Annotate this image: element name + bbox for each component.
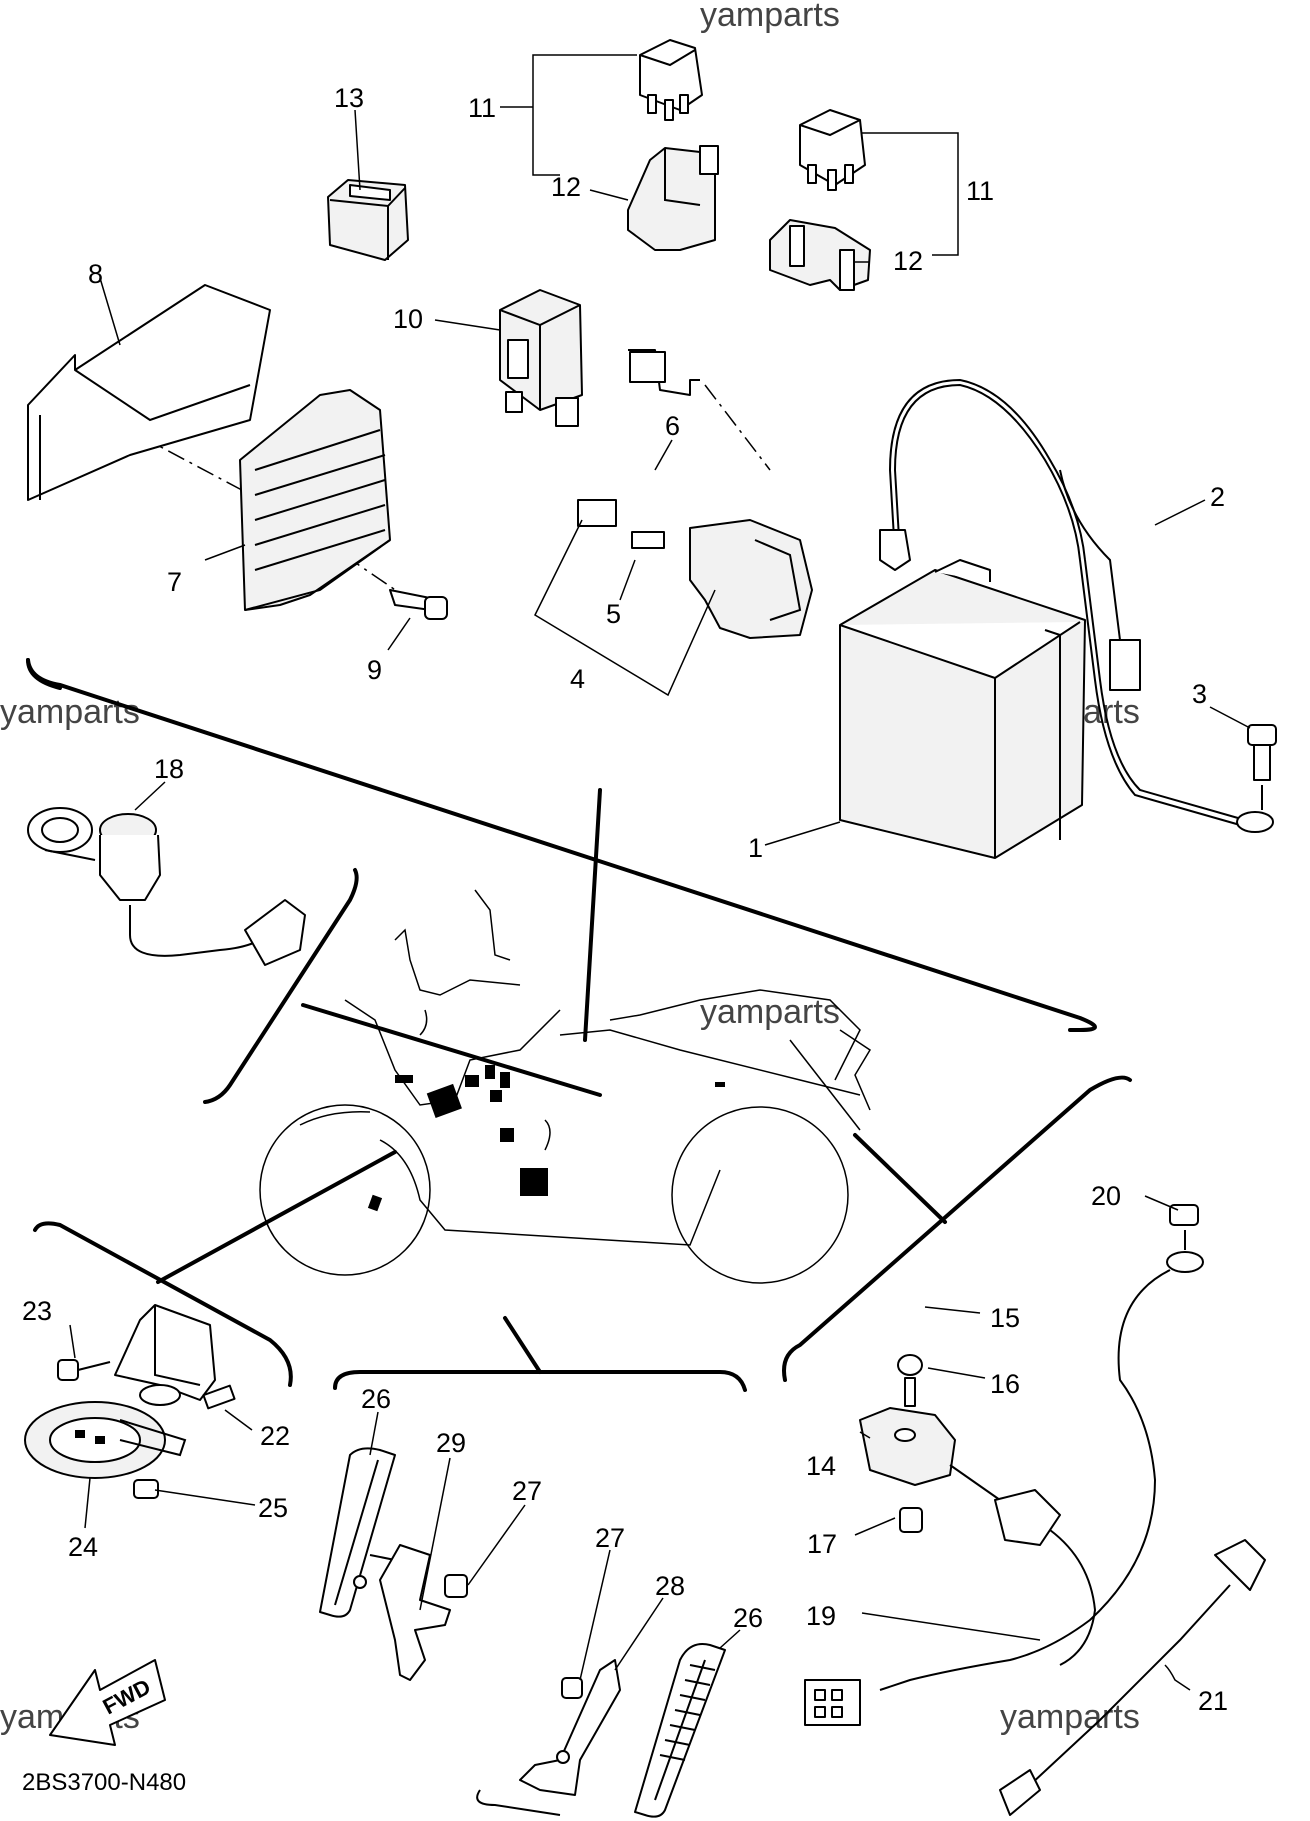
callout-26-right: 26 xyxy=(733,1603,763,1633)
watermark-bottom-right: yamparts xyxy=(1000,1698,1140,1736)
watermark-center: yamparts xyxy=(700,993,840,1031)
watermark-left: yamparts xyxy=(0,693,140,731)
power-outlet xyxy=(27,807,306,966)
callout-13: 13 xyxy=(334,83,364,113)
callout-18: 18 xyxy=(154,754,184,784)
battery-wire-leads xyxy=(879,378,1274,833)
callout-8: 8 xyxy=(88,259,103,289)
callout-20: 20 xyxy=(1091,1181,1121,1211)
callout-11-left: 11 xyxy=(468,93,496,123)
callout-5: 5 xyxy=(606,599,621,629)
leader-lines xyxy=(69,54,1251,1691)
callout-16: 16 xyxy=(990,1369,1020,1399)
relay-10 xyxy=(499,289,583,427)
callout-3: 3 xyxy=(1192,679,1207,709)
regulator-bolt xyxy=(389,589,448,620)
fwd-arrow: FWD xyxy=(49,1659,166,1746)
callout-19: 19 xyxy=(806,1601,836,1631)
reflector-left xyxy=(319,1447,468,1681)
callout-12-left: 12 xyxy=(551,172,581,202)
motorcycle-outline xyxy=(259,889,872,1284)
callout-6: 6 xyxy=(665,411,680,441)
callout-24: 24 xyxy=(68,1532,98,1562)
watermark-top: yamparts xyxy=(700,0,840,34)
relay-11-and-holder-12-left xyxy=(627,39,719,251)
battery xyxy=(839,559,1086,859)
callout-27-right: 27 xyxy=(595,1523,625,1553)
callout-25: 25 xyxy=(258,1493,288,1523)
callout-4: 4 xyxy=(570,664,585,694)
callout-29: 29 xyxy=(436,1428,466,1458)
battery-bolt xyxy=(1247,724,1277,810)
callout-1: 1 xyxy=(748,833,763,863)
sidestand-switch-and-harness xyxy=(804,1204,1266,1816)
callout-21: 21 xyxy=(1198,1686,1228,1716)
callout-2: 2 xyxy=(1210,482,1225,512)
diagram-code: 2BS3700-N480 xyxy=(22,1769,186,1796)
callout-22: 22 xyxy=(260,1421,290,1451)
rectifier-regulator xyxy=(239,389,391,611)
reflector-right xyxy=(476,1643,726,1818)
callout-28: 28 xyxy=(655,1571,685,1601)
horn-assembly xyxy=(24,1304,236,1499)
callout-15: 15 xyxy=(990,1303,1020,1333)
callout-26-left: 26 xyxy=(361,1384,391,1414)
section-divider-lines xyxy=(26,658,1132,1392)
callout-14: 14 xyxy=(806,1451,836,1481)
callout-7: 7 xyxy=(167,567,182,597)
starter-relay-assembly xyxy=(109,349,813,639)
relay-11-and-holder-12-right xyxy=(769,109,871,291)
callout-27-left: 27 xyxy=(512,1476,542,1506)
callout-9: 9 xyxy=(367,655,382,685)
callout-numbers: 1 2 3 4 5 6 7 8 9 10 11 11 12 12 13 14 1… xyxy=(22,83,1228,1716)
callout-10: 10 xyxy=(393,304,423,334)
regulator-cover xyxy=(27,284,271,501)
relay-13 xyxy=(327,179,409,261)
callout-23: 23 xyxy=(22,1296,52,1326)
callout-11-right: 11 xyxy=(966,176,994,206)
callout-17: 17 xyxy=(807,1529,837,1559)
callout-12-right: 12 xyxy=(893,246,923,276)
